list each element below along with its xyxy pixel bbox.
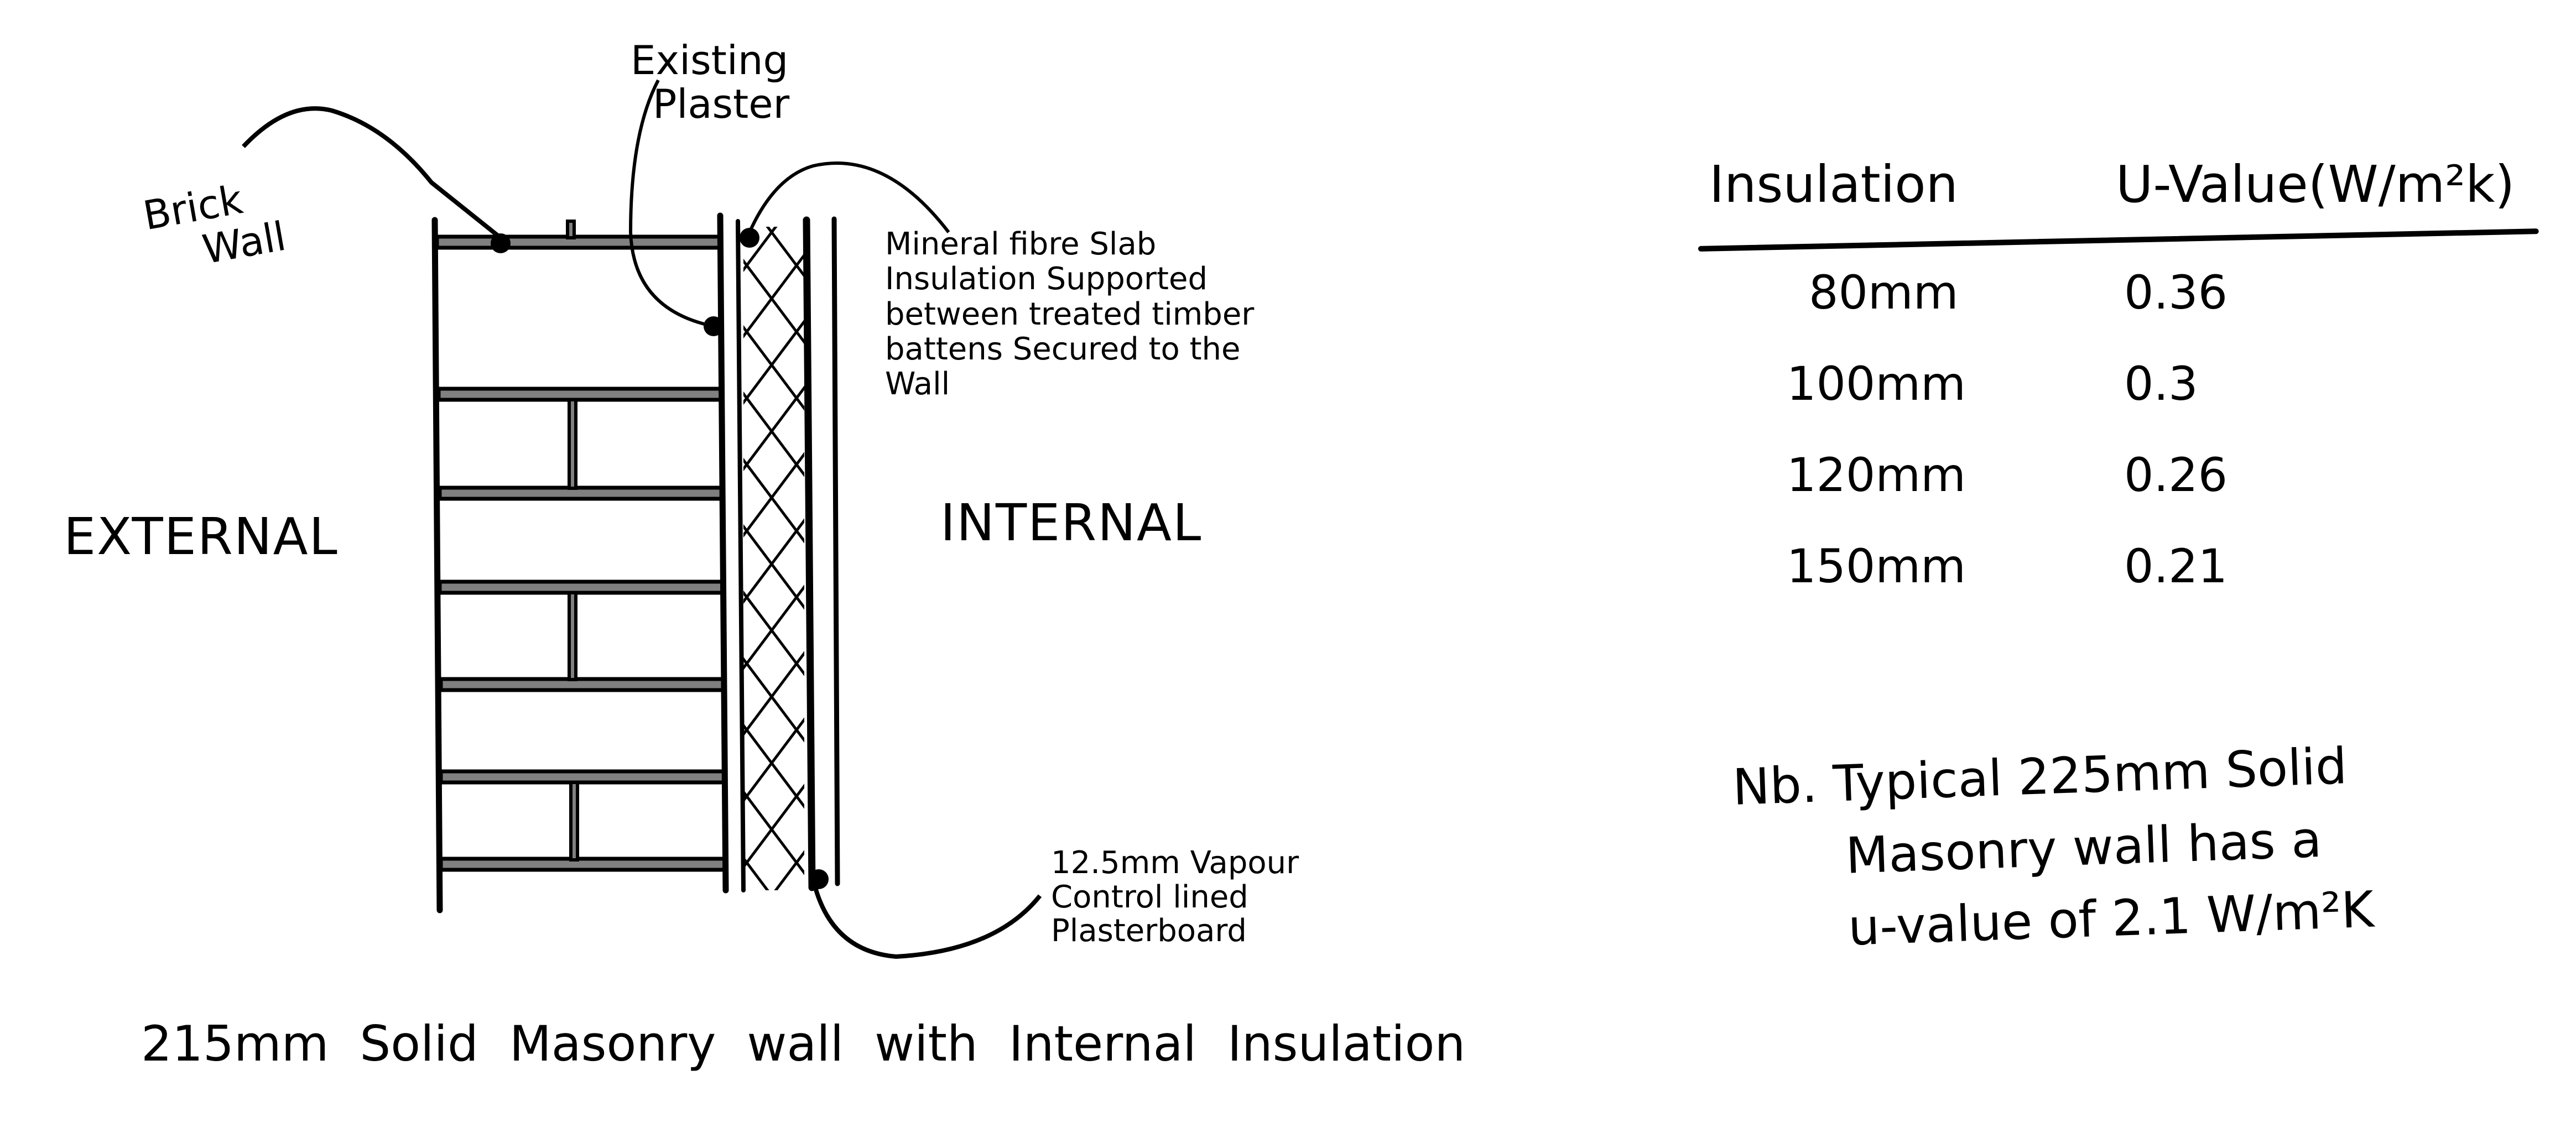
plasterboard-callout: 12.5mm Vapour Control lined Plasterboard [1051,846,1299,948]
callout-line: Control lined [1051,879,1248,915]
mineral-fibre-leader [748,161,950,233]
header-uvalue: U-Value(W/m²k) [2116,155,2515,214]
existing-plaster-layer [736,219,746,892]
table-row: 80mm 0.36 [1698,265,2539,357]
leader-dot [740,228,759,248]
mortar-head-joints [566,220,579,862]
cell-insulation: 100mm [1787,357,1966,411]
cell-uvalue: 0.21 [2124,539,2228,593]
cell-insulation: 80mm [1809,265,1959,320]
existing-plaster-leader [628,79,714,328]
leader-dot [491,233,511,253]
table-row: 100mm 0.3 [1698,357,2539,448]
cell-insulation: 150mm [1787,539,1966,593]
external-zone-label: EXTERNAL [64,507,339,566]
note-line-1: Nb. Typical 225mm Solid [1731,737,2348,817]
mineral-fibre-insulation [743,227,804,890]
cell-uvalue: 0.3 [2124,357,2198,411]
note-block: Nb. Typical 225mm Solid Masonry wall has… [1731,730,2375,968]
mineral-fibre-callout: Mineral fibre Slab Insulation Supported … [885,226,1255,403]
leader-dot [809,869,829,889]
leader-dot [704,316,724,336]
callout-line: 12.5mm Vapour [1051,845,1299,881]
cell-uvalue: 0.26 [2124,448,2228,502]
cell-insulation: 120mm [1787,448,1966,502]
cell-uvalue: 0.36 [2124,265,2228,320]
header-insulation: Insulation [1709,155,1958,214]
callout-line: Existing [631,37,789,83]
table-row: 150mm 0.21 [1698,539,2539,630]
callout-line: Wall [885,366,950,403]
plasterboard-layer [803,216,840,891]
existing-plaster-callout: Existing Plaster [631,37,790,128]
callout-line: Mineral fibre Slab [885,226,1157,262]
callout-line: between treated timber [885,296,1255,332]
uvalue-table: Insulation U-Value(W/m²k) 80mm 0.36 100m… [1698,155,2539,630]
callout-line: Insulation Supported [885,261,1208,297]
table-header: Insulation U-Value(W/m²k) [1698,155,2539,227]
mortar-bed-joints [435,234,727,872]
diagram-caption: 215mm Solid Masonry wall with Internal I… [141,1015,1466,1072]
callout-line: Plasterboard [1051,913,1247,949]
callout-line: Plaster [653,81,790,128]
brick-wall-faces [431,212,729,913]
internal-zone-label: INTERNAL [940,493,1203,552]
table-row: 120mm 0.26 [1698,448,2539,539]
callout-line: battens Secured to the [885,331,1241,367]
brick-wall-leader [242,106,502,240]
plasterboard-leader [811,879,1042,959]
